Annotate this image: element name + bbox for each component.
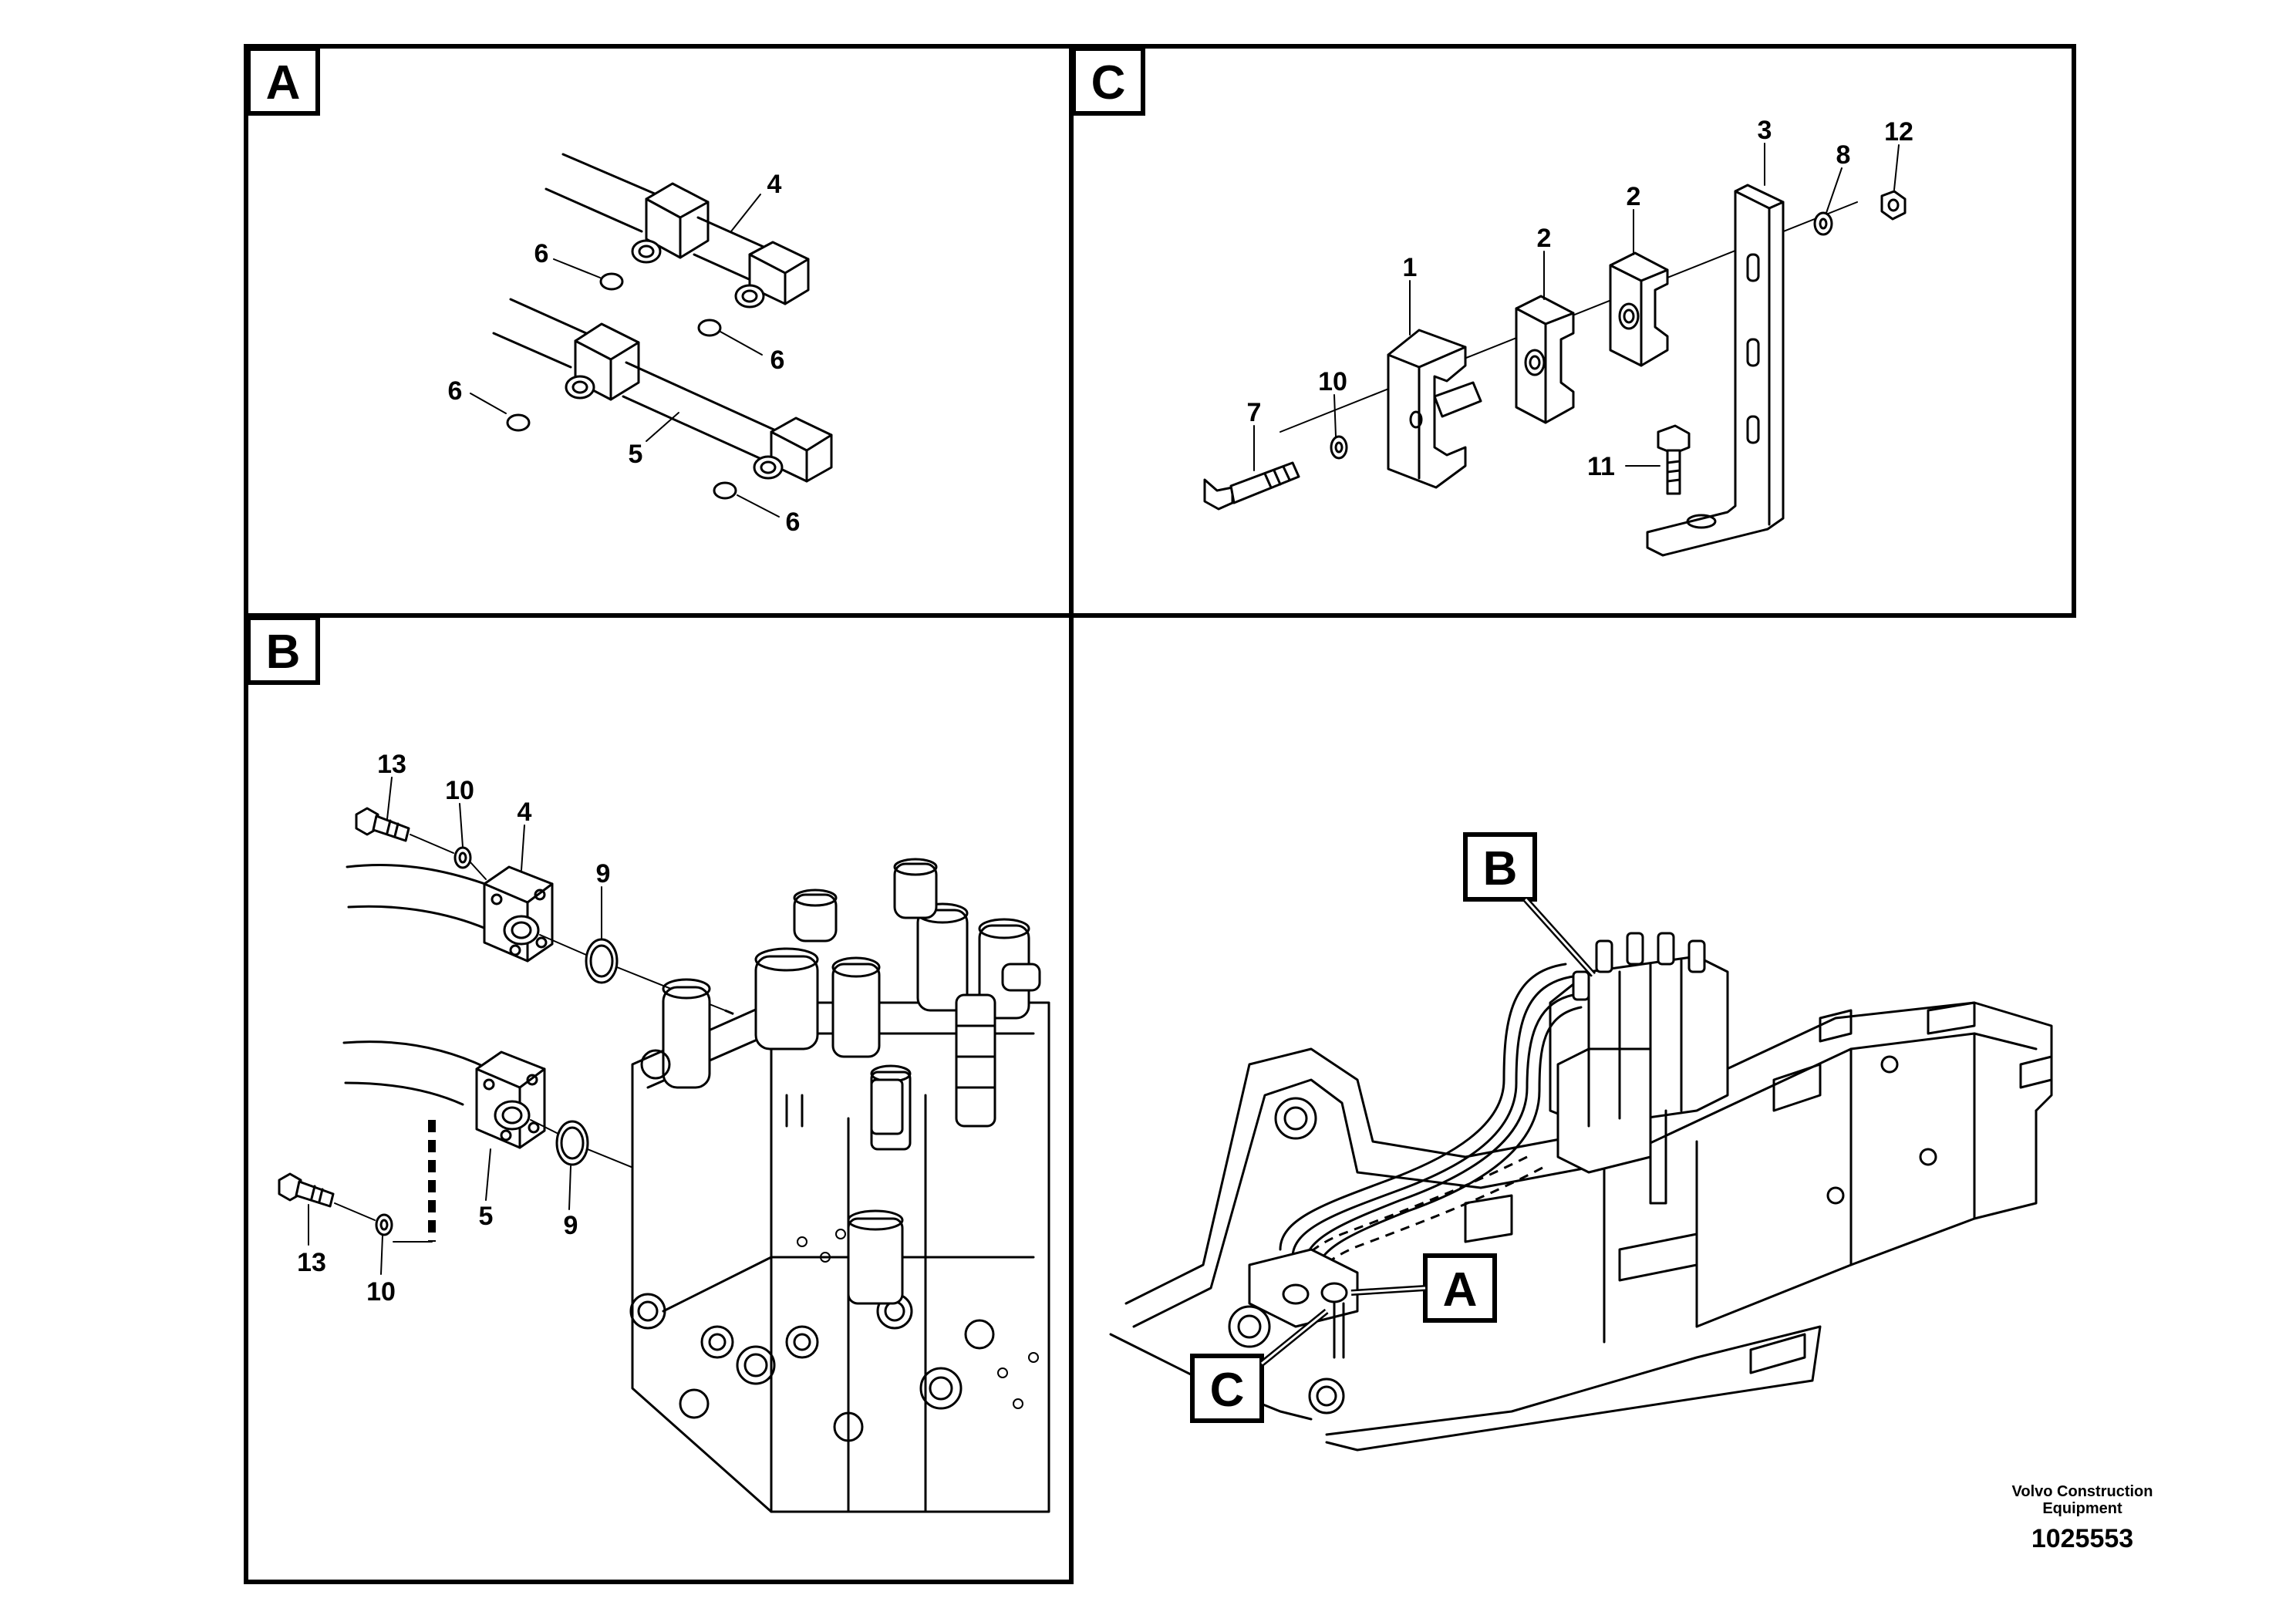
panel-c-frame [1069, 44, 2076, 618]
overview-tag-b-box [1463, 832, 1537, 902]
overview-tag-a: A [1443, 1263, 1478, 1317]
clamp-half-2 [1609, 251, 1669, 367]
callout-13: 13 [297, 1248, 326, 1277]
footer: Volvo Construction Equipment 1025553 [2012, 1483, 2153, 1553]
machine-overview: B A C [1109, 832, 2053, 1452]
tube-assembly-4 [544, 153, 810, 309]
callout-9: 9 [564, 1211, 578, 1240]
callout-1: 1 [1403, 253, 1418, 282]
callout-6: 6 [770, 346, 785, 375]
callout-5: 5 [629, 440, 643, 469]
callout-3: 3 [1758, 116, 1772, 145]
upper-frame [1109, 1001, 2053, 1452]
o-ring-9 [555, 1120, 589, 1166]
flange-assembly-5 [342, 1040, 546, 1149]
clamp-half-1 [1387, 329, 1482, 489]
panel-b: B [246, 615, 1050, 1513]
callout-6: 6 [534, 239, 549, 268]
callout-6: 6 [786, 508, 801, 537]
o-ring-6 [713, 481, 737, 500]
overview-tube-assembly [1248, 1248, 1359, 1359]
panel-c-tag-box [1071, 46, 1145, 116]
callout-10: 10 [1318, 367, 1347, 396]
callout-13: 13 [377, 750, 406, 779]
panel-c-tag: C [1091, 56, 1126, 110]
company-line-1: Volvo Construction [2012, 1483, 2153, 1500]
overview-tag-c: C [1210, 1364, 1245, 1417]
bracket-3 [1646, 184, 1785, 557]
callout-4: 4 [767, 170, 782, 199]
callout-10: 10 [366, 1277, 396, 1307]
tube-assembly-5 [492, 298, 833, 483]
nut-12 [1880, 190, 1907, 221]
overview-tag-b: B [1483, 842, 1518, 895]
callout-11: 11 [1587, 452, 1615, 481]
bolt-13 [278, 1172, 335, 1208]
callout-2: 2 [1627, 182, 1641, 211]
panel-a-leaders [470, 194, 780, 518]
callout-10: 10 [445, 776, 474, 805]
panel-c: C [1071, 46, 1913, 557]
panel-b-frame [244, 613, 1074, 1584]
washer-8 [1813, 211, 1833, 236]
panel-c-leaders [1253, 143, 1900, 471]
overview-hoses [1279, 963, 1583, 1304]
o-ring-6 [697, 319, 722, 337]
washer-10 [375, 1213, 393, 1236]
washer-10 [1330, 435, 1348, 460]
panel-frames [244, 44, 2076, 1584]
control-valve-block [629, 858, 1050, 1513]
overview-control-valve [1549, 932, 1729, 1205]
bolt-7 [1203, 461, 1300, 511]
callout-2: 2 [1537, 224, 1552, 253]
callout-8: 8 [1836, 140, 1851, 170]
o-ring-6 [506, 413, 531, 432]
washer-10 [453, 846, 472, 869]
callout-4: 4 [518, 798, 532, 827]
callout-12: 12 [1884, 117, 1913, 147]
company-line-2: Equipment [2042, 1500, 2122, 1517]
overview-tag-c-box [1190, 1354, 1264, 1423]
drawing-number: 1025553 [2031, 1524, 2133, 1553]
callout-9: 9 [596, 859, 611, 889]
panel-b-tag-box [246, 615, 320, 685]
bolt-13 [355, 807, 410, 842]
o-ring-6 [599, 272, 624, 291]
flange-assembly-4 [346, 864, 554, 963]
panel-b-tag: B [266, 626, 301, 679]
panel-a-tag: A [266, 56, 301, 110]
screw-11 [1657, 424, 1691, 495]
panel-b-leaders [308, 777, 602, 1275]
callout-7: 7 [1247, 398, 1262, 427]
panel-a-frame [244, 44, 1074, 618]
panel-a: A [246, 46, 833, 537]
clamp-half-2 [1515, 295, 1575, 424]
callout-6: 6 [448, 376, 463, 406]
callout-5: 5 [479, 1202, 494, 1231]
panel-a-tag-box [246, 46, 320, 116]
